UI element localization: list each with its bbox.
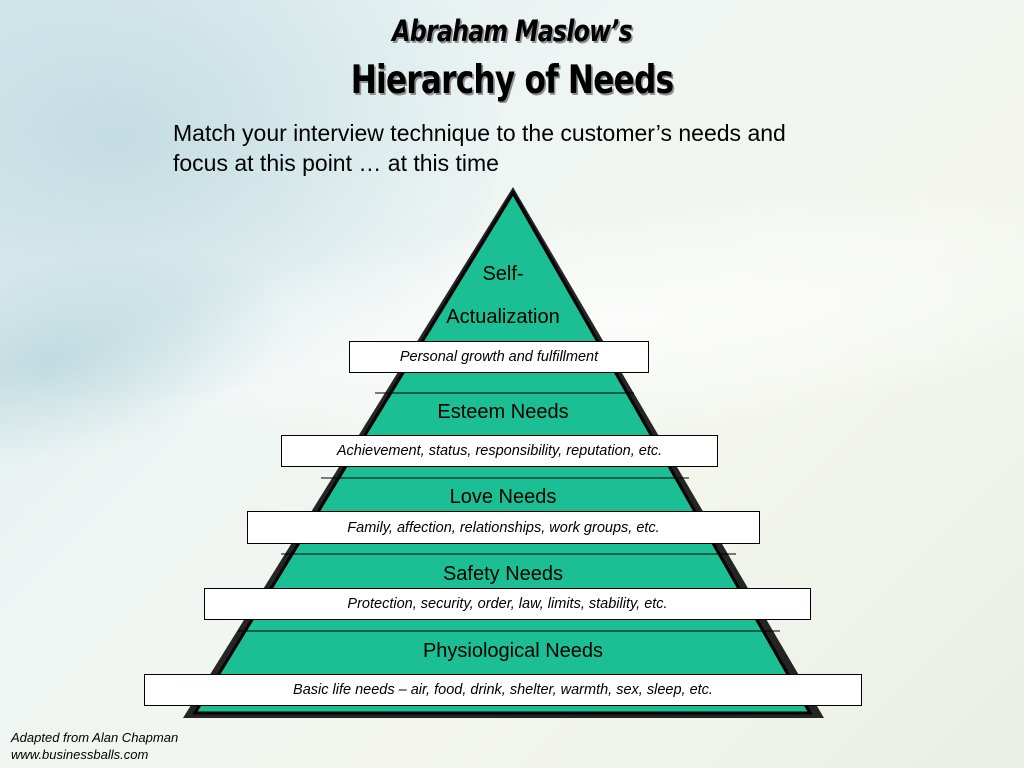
title-author: Abraham Maslow’s bbox=[392, 14, 632, 48]
level-label-self-actualization-1: Self- bbox=[482, 263, 524, 285]
level-label-love: Love Needs bbox=[449, 486, 557, 508]
level-label-self-actualization-2: Actualization bbox=[446, 306, 560, 328]
level-description-love: Family, affection, relationships, work g… bbox=[247, 511, 760, 544]
subtitle-line-1: Match your interview technique to the cu… bbox=[173, 120, 786, 146]
level-label-physiological: Physiological Needs bbox=[422, 640, 604, 662]
credit-url: www.businessballs.com bbox=[11, 747, 149, 762]
level-description-safety: Protection, security, order, law, limits… bbox=[204, 588, 811, 620]
level-label-esteem: Esteem Needs bbox=[437, 401, 569, 423]
credit: Adapted from Alan Chapman www.businessba… bbox=[11, 729, 178, 763]
subtitle-line-2: focus at this point … at this time bbox=[173, 150, 499, 176]
level-description-physiological: Basic life needs – air, food, drink, she… bbox=[144, 674, 862, 706]
credit-author: Adapted from Alan Chapman bbox=[11, 730, 179, 745]
level-label-safety: Safety Needs bbox=[442, 563, 564, 585]
level-description-self-actualization: Personal growth and fulfillment bbox=[349, 341, 649, 373]
level-description-esteem: Achievement, status, responsibility, rep… bbox=[281, 435, 718, 467]
title-main: Hierarchy of Needs bbox=[350, 58, 674, 103]
subtitle: Match your interview technique to the cu… bbox=[173, 118, 893, 178]
